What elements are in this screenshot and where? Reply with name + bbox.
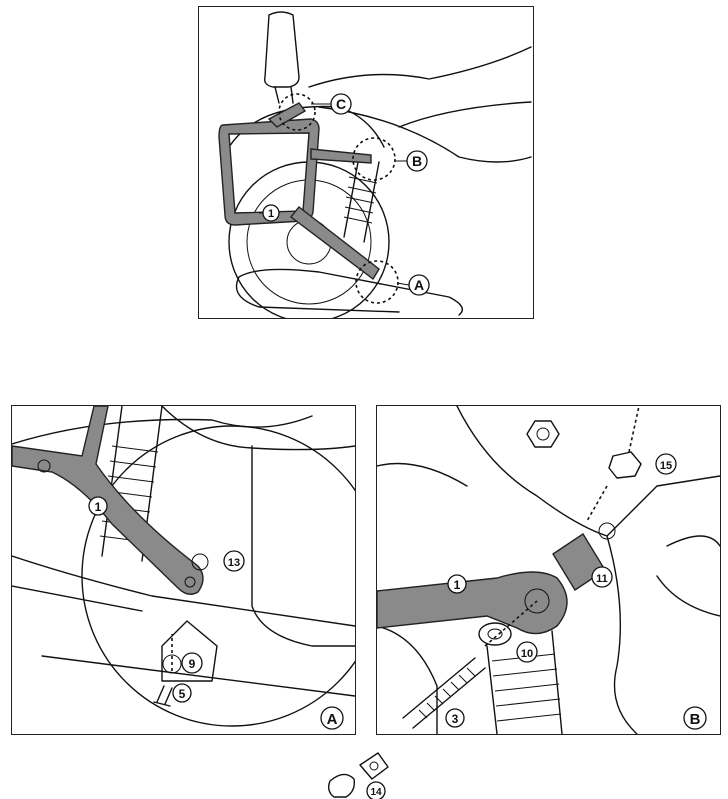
exhaust xyxy=(235,268,463,316)
bolt-head-drawing: 14 xyxy=(327,752,389,799)
svg-text:1: 1 xyxy=(454,578,461,592)
svg-text:A: A xyxy=(327,711,338,728)
label-b: B xyxy=(406,150,428,172)
seat-outline xyxy=(308,46,532,163)
overview-drawing: C B A 1 xyxy=(218,11,532,318)
rack-arm-to-a xyxy=(290,206,380,281)
bolt-3-head xyxy=(359,752,389,780)
wheel-arc xyxy=(81,425,355,727)
nut-15 xyxy=(608,451,642,479)
label-part-5: 5 xyxy=(172,683,192,703)
rack-arm-to-c xyxy=(267,102,307,128)
label-part-9: 9 xyxy=(181,652,203,674)
svg-text:3: 3 xyxy=(452,712,459,726)
frame-tubes xyxy=(12,406,355,647)
svg-text:11: 11 xyxy=(596,573,608,585)
label-part-11: 11 xyxy=(591,566,613,588)
detail-a-drawing: 1 13 9 5 A xyxy=(12,406,355,730)
svg-text:B: B xyxy=(412,153,422,169)
detail-b-panel: 15 1 11 10 3 B xyxy=(376,405,721,735)
loose-parts-area: 14 xyxy=(320,735,400,799)
rack-bar xyxy=(377,571,568,635)
cap-14 xyxy=(327,773,356,798)
bolt-3 xyxy=(402,657,486,729)
mount-bracket xyxy=(161,620,218,682)
label-part-3: 3 xyxy=(445,708,465,728)
svg-text:5: 5 xyxy=(179,687,186,701)
svg-text:1: 1 xyxy=(95,500,102,514)
svg-text:A: A xyxy=(414,277,424,293)
label-part-10: 10 xyxy=(516,641,538,663)
svg-text:1: 1 xyxy=(268,208,274,220)
label-part-15: 15 xyxy=(655,453,677,475)
frame-outline xyxy=(377,406,720,734)
shock-absorber xyxy=(343,156,380,243)
backrest xyxy=(263,11,300,88)
rack-bar xyxy=(12,406,204,595)
label-c: C xyxy=(330,93,352,115)
detail-a-panel: 1 13 9 5 A xyxy=(11,405,356,735)
frame-hex-bolt xyxy=(526,420,560,448)
corner-label-b: B xyxy=(683,706,707,730)
washer-10 xyxy=(478,622,512,646)
svg-text:15: 15 xyxy=(660,460,672,472)
label-part-1: 1 xyxy=(262,204,280,222)
callout-ring-c xyxy=(278,93,316,131)
svg-text:13: 13 xyxy=(228,557,240,569)
svg-text:9: 9 xyxy=(189,657,196,671)
svg-text:14: 14 xyxy=(370,787,382,798)
svg-text:10: 10 xyxy=(521,648,533,660)
bolt-5 xyxy=(153,685,173,707)
label-part-13: 13 xyxy=(223,550,245,572)
label-a: A xyxy=(408,274,430,296)
shock-absorber xyxy=(486,630,563,734)
svg-text:C: C xyxy=(336,96,346,112)
corner-label-a: A xyxy=(320,706,344,730)
label-part-14: 14 xyxy=(366,781,386,799)
svg-text:B: B xyxy=(690,711,701,728)
overview-panel: C B A 1 xyxy=(198,6,534,319)
rack-arm-to-b xyxy=(310,148,372,164)
callout-ring-b xyxy=(352,137,396,181)
detail-b-drawing: 15 1 11 10 3 B xyxy=(377,406,720,734)
label-part-1: 1 xyxy=(88,496,108,516)
callout-ring-a xyxy=(355,260,399,304)
label-part-1: 1 xyxy=(447,574,467,594)
